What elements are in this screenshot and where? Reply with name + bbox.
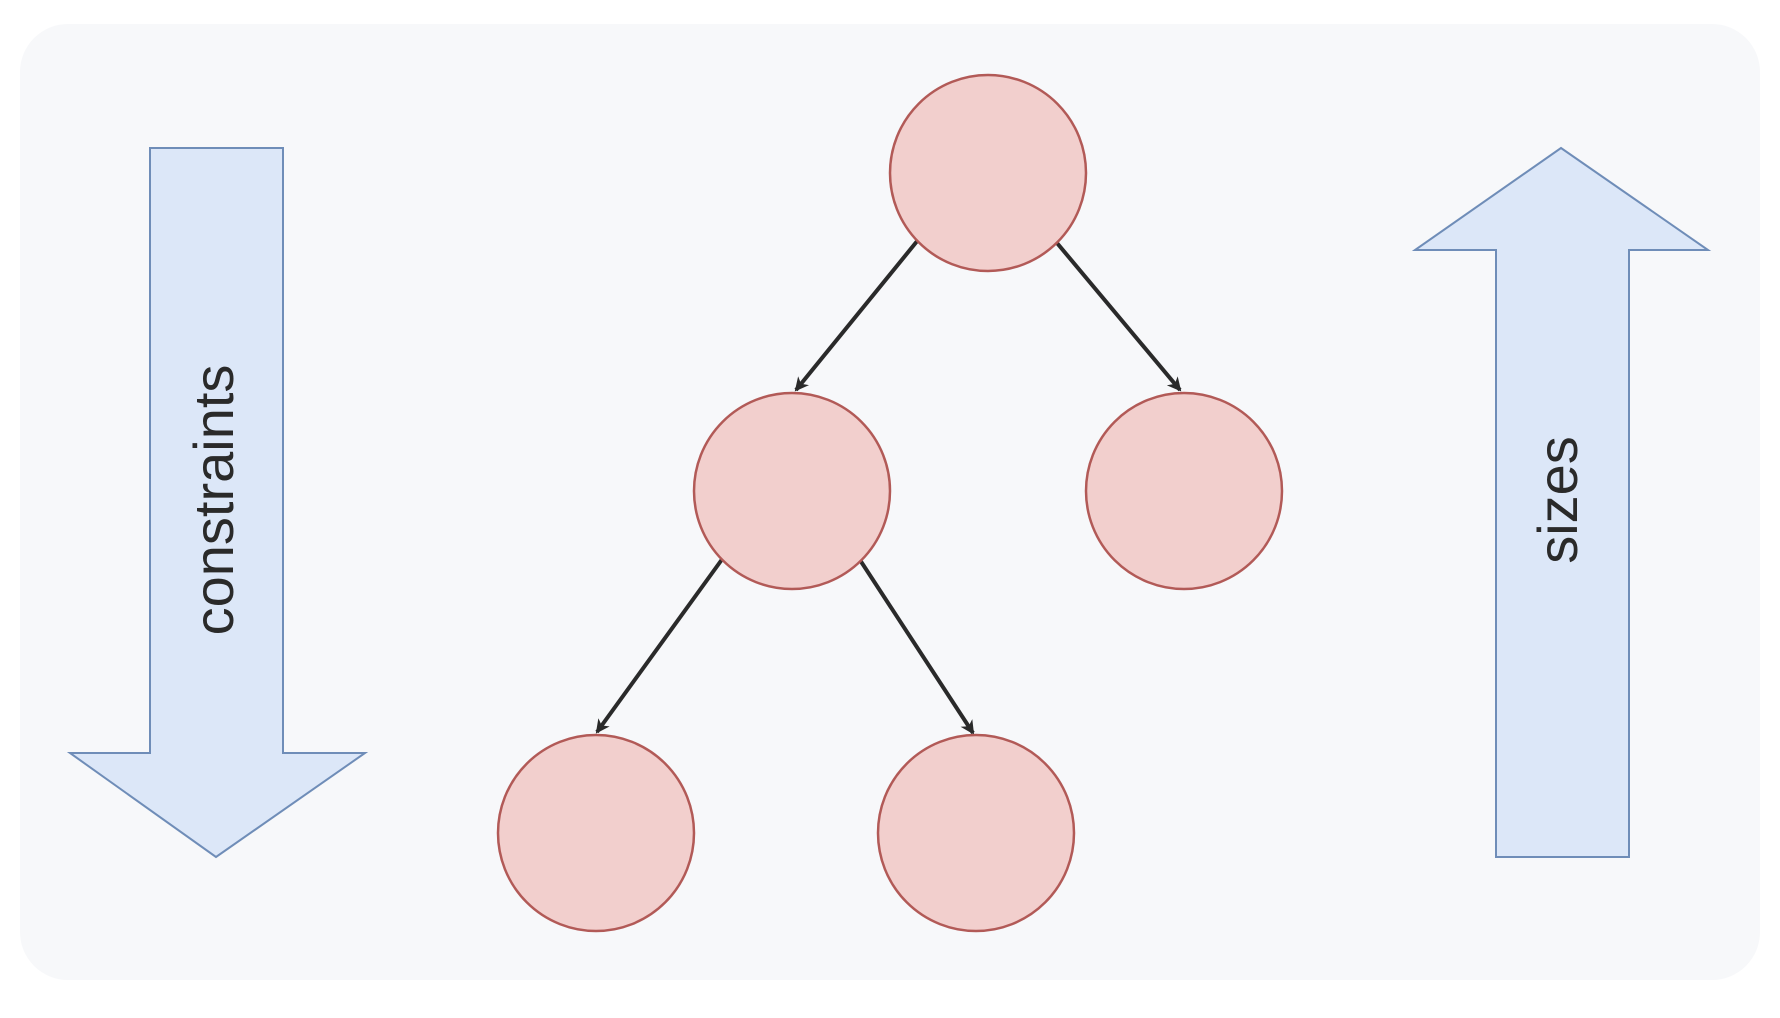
edge-root-to-right-child xyxy=(1055,241,1182,392)
tree-node-root xyxy=(888,73,1088,273)
tree-node-right-child xyxy=(1084,391,1284,591)
down-arrow-shape xyxy=(66,147,369,859)
constraints-label: constraints xyxy=(182,365,245,636)
edge-root-to-left-child xyxy=(794,238,920,392)
tree-node-left-left-grandchild xyxy=(496,733,696,933)
up-arrow-shape xyxy=(1411,146,1712,858)
tree-node-left-child xyxy=(692,391,892,591)
tree-nodes xyxy=(496,73,1284,933)
edge-left-child-to-left-left-grandchild xyxy=(595,556,725,734)
constraints-arrow: constraints xyxy=(66,147,369,859)
edge-left-child-to-left-right-grandchild xyxy=(858,558,975,735)
tree-node-left-right-grandchild xyxy=(876,733,1076,933)
sizes-label: sizes xyxy=(1526,436,1589,564)
sizes-arrow: sizes xyxy=(1411,146,1712,858)
tree-edges xyxy=(595,238,1182,735)
